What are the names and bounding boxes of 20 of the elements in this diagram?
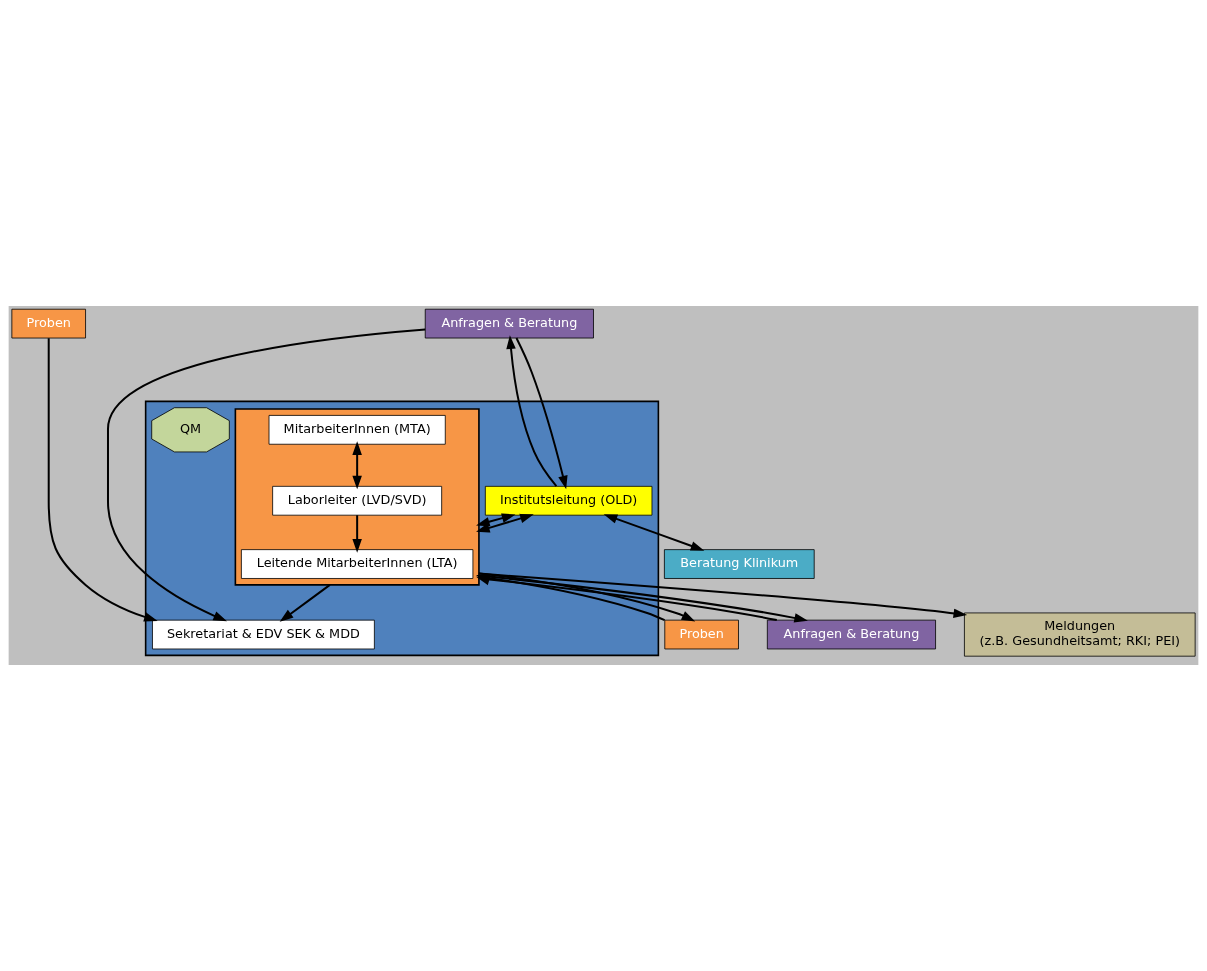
node-box: Proben	[11, 308, 86, 339]
node-box: Sekretariat & EDV SEK & MDD	[152, 619, 375, 650]
node-box: Leitende MitarbeiterInnen (LTA)	[241, 549, 474, 579]
arrow	[47, 337, 158, 622]
arrow	[107, 328, 427, 622]
node-box: Anfragen & Beratung	[766, 619, 936, 650]
node-box: Laborleiter (LVD/SVD)	[272, 485, 443, 516]
node-box: Meldungen (z.B. Gesundheitsamt; RKI; PEI)	[964, 612, 1196, 657]
arrow	[506, 335, 558, 488]
cluster	[234, 408, 480, 586]
arrow	[515, 337, 568, 490]
node-box: Beratung Klinikum	[664, 549, 815, 579]
node-box: Institutsleitung (OLD)	[484, 485, 653, 516]
node-box: MitarbeiterInnen (MTA)	[268, 415, 446, 445]
node-box: Proben	[664, 619, 739, 650]
arrow	[352, 441, 362, 490]
arrow	[352, 514, 362, 553]
arrow	[279, 583, 331, 622]
arrow	[603, 514, 705, 551]
node-box: Anfragen & Beratung	[424, 308, 594, 339]
